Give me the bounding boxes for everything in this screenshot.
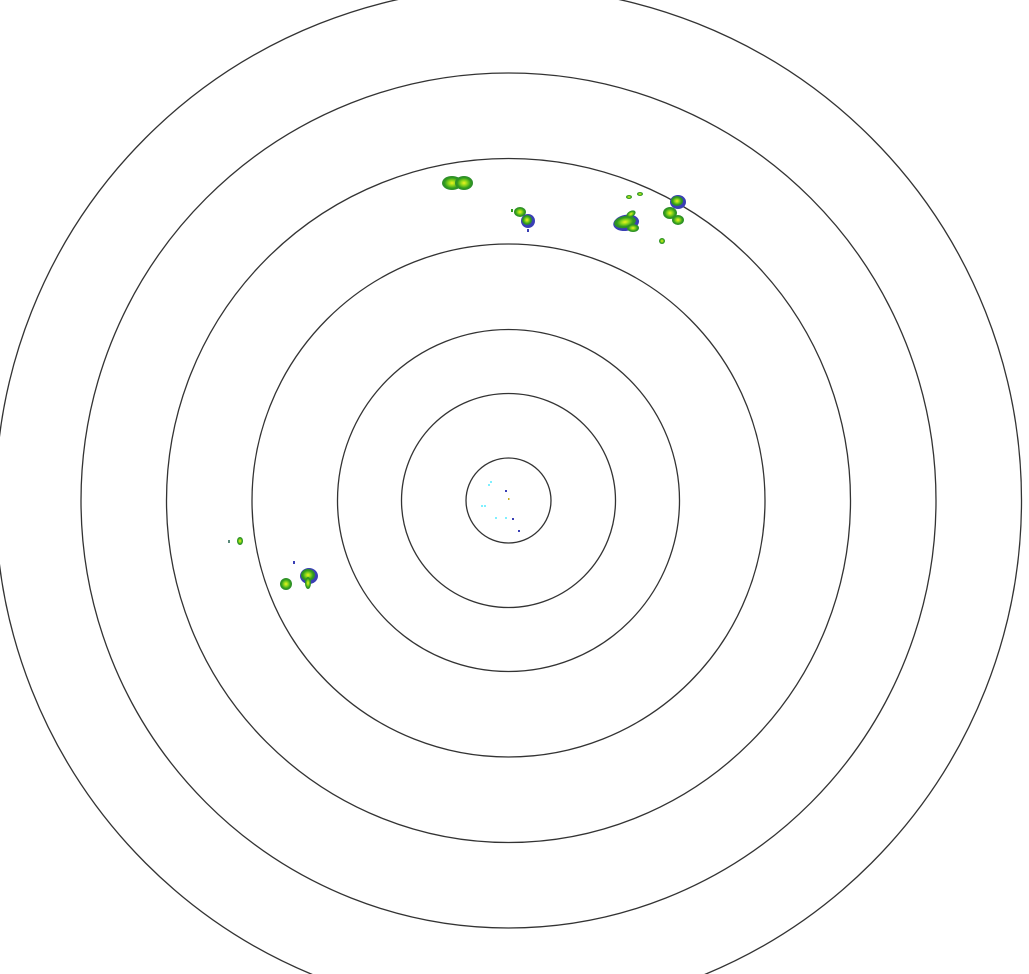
echo-speckle: [511, 209, 513, 212]
echo-cell: [626, 210, 636, 218]
range-ring-6: [80, 72, 937, 929]
echo-cell: [522, 215, 532, 225]
echo-cell: [237, 537, 243, 545]
echo-cell: [627, 224, 639, 232]
radar-center-marker: [508, 498, 510, 500]
precipitation-echoes: [228, 176, 686, 590]
echo-cell: [663, 207, 677, 219]
echo-cell: [637, 192, 643, 196]
range-ring-1: [465, 457, 552, 544]
clutter-pixel: [490, 481, 492, 483]
echo-cell: [671, 196, 683, 206]
echo-speckle: [228, 540, 230, 543]
echo-cell: [672, 215, 684, 225]
clutter-pixel: [518, 530, 520, 532]
clutter-pixel: [495, 517, 497, 519]
echo-cell: [626, 195, 632, 199]
range-ring-2: [400, 392, 617, 609]
echo-cell: [301, 569, 315, 581]
echo-cell: [305, 577, 311, 589]
ground-clutter: [481, 481, 520, 532]
clutter-pixel: [512, 518, 514, 520]
clutter-pixel: [488, 484, 490, 486]
echo-cell: [455, 176, 473, 190]
echo-cell: [659, 238, 665, 244]
range-ring-5: [165, 157, 852, 844]
range-ring-3: [336, 328, 681, 673]
echo-cell: [514, 207, 526, 217]
clutter-pixel: [484, 505, 486, 507]
echo-speckle: [527, 229, 529, 232]
clutter-pixel: [505, 517, 507, 519]
echo-cell: [280, 578, 292, 590]
range-ring-4: [251, 243, 766, 758]
echo-speckle: [293, 561, 295, 564]
clutter-pixel: [505, 490, 507, 492]
clutter-pixel: [481, 505, 483, 507]
